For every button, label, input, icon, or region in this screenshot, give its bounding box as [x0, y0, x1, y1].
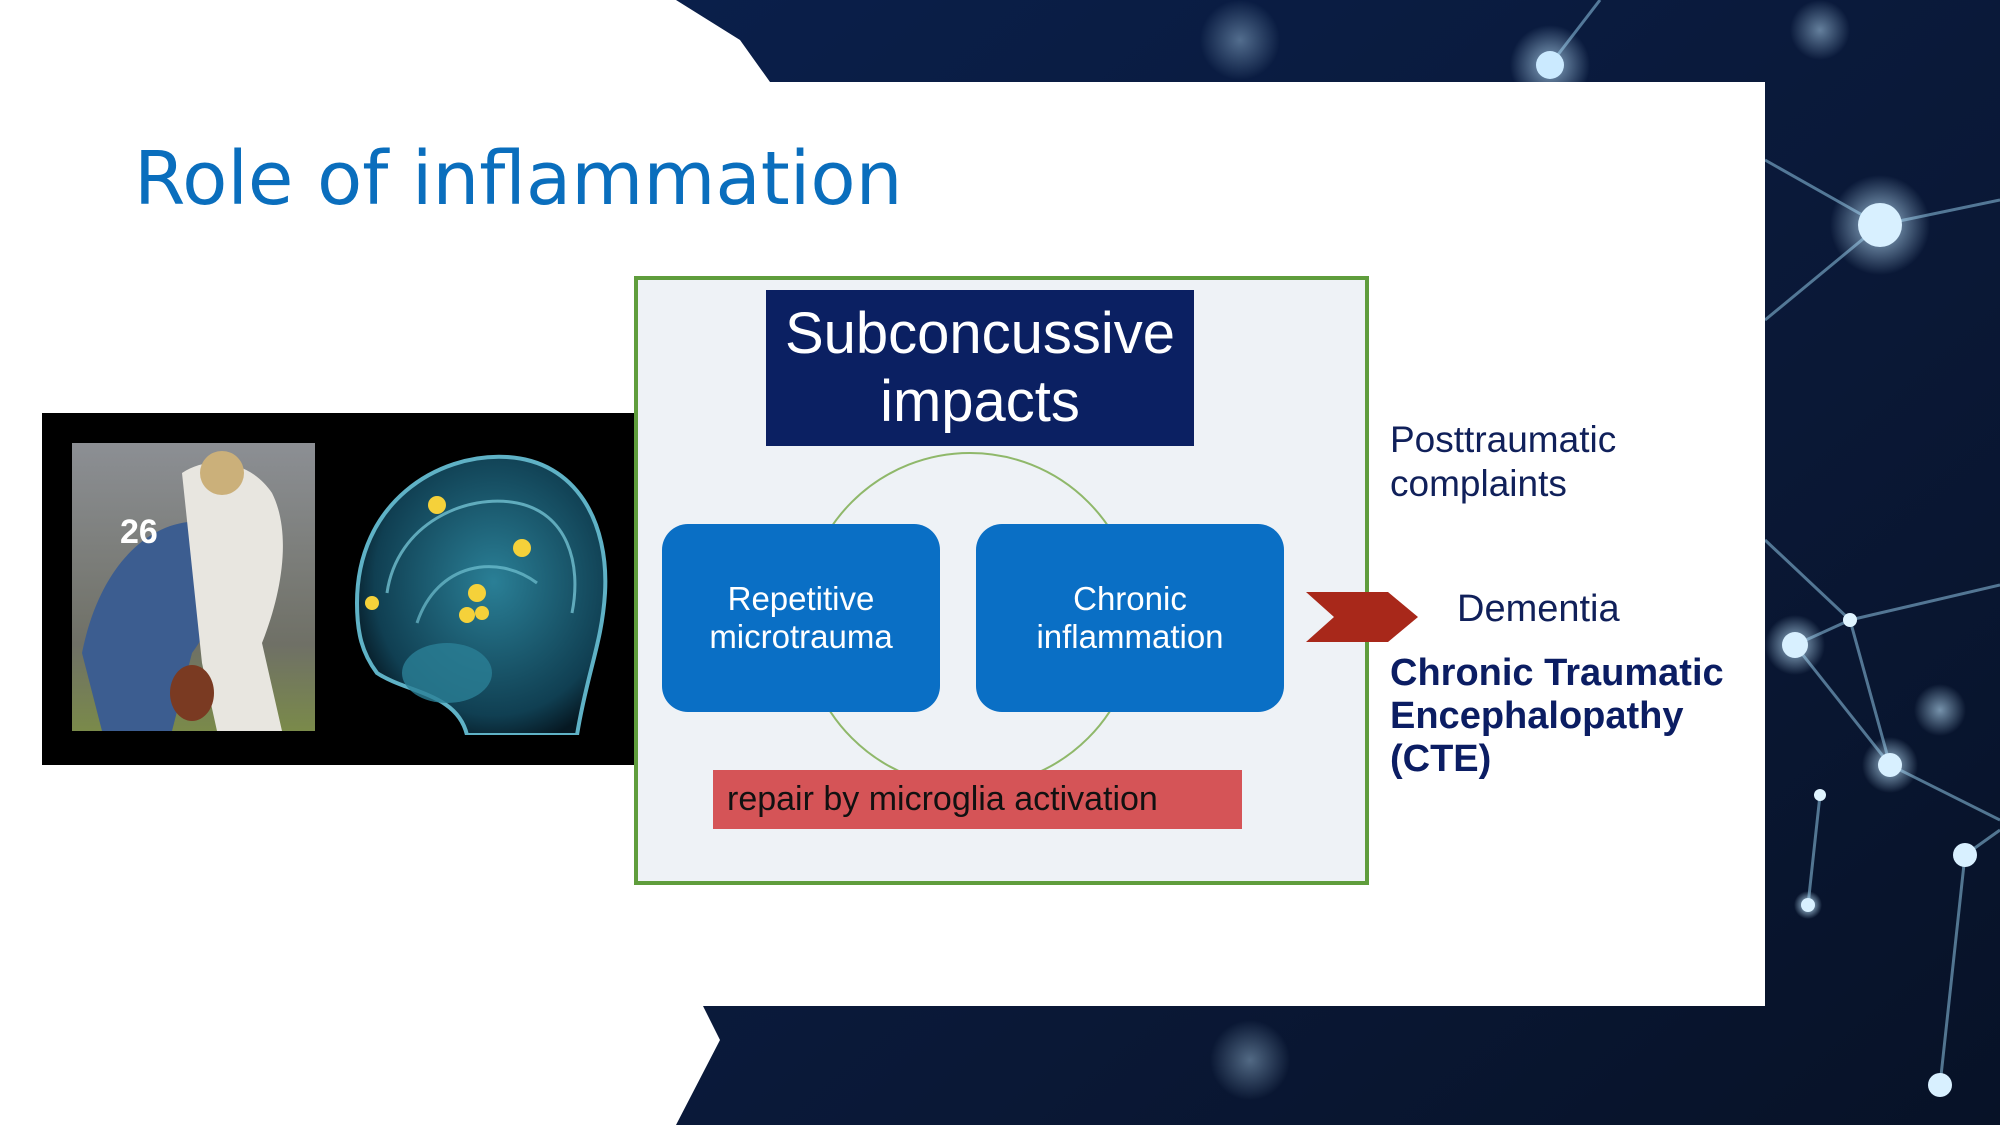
- posttraumatic-complaints-label: Posttraumatic complaints: [1390, 418, 1616, 506]
- top-box-line-1: Subconcussive: [784, 301, 1176, 366]
- image-strip: 26: [42, 413, 642, 765]
- brain-mri-image: [354, 454, 608, 735]
- left-box-line-1: Repetitive: [727, 580, 875, 617]
- repetitive-microtrauma-box: Repetitive microtrauma: [662, 524, 940, 712]
- posttraumatic-line-1: Posttraumatic: [1390, 419, 1617, 460]
- chronic-inflammation-box: Chronic inflammation: [976, 524, 1284, 712]
- chevron-arrow-icon: [1306, 592, 1418, 642]
- dementia-label: Dementia: [1457, 588, 1620, 630]
- right-box-line-2: inflammation: [1036, 618, 1224, 655]
- cte-label: Chronic Traumatic Encephalopathy (CTE): [1390, 652, 1724, 781]
- svg-text:26: 26: [120, 513, 158, 551]
- repair-box: repair by microglia activation: [713, 770, 1242, 829]
- right-box-line-1: Chronic: [1073, 580, 1187, 617]
- top-box-line-2: impacts: [880, 369, 1080, 434]
- subconcussive-impacts-box: Subconcussive impacts: [766, 290, 1194, 446]
- cte-line-1: Chronic Traumatic: [1390, 652, 1724, 694]
- slide-title: Role of inflammation: [134, 136, 903, 222]
- posttraumatic-line-2: complaints: [1390, 463, 1567, 504]
- cte-line-2: Encephalopathy: [1390, 695, 1684, 737]
- left-box-line-2: microtrauma: [709, 618, 893, 655]
- cte-line-3: (CTE): [1390, 738, 1492, 780]
